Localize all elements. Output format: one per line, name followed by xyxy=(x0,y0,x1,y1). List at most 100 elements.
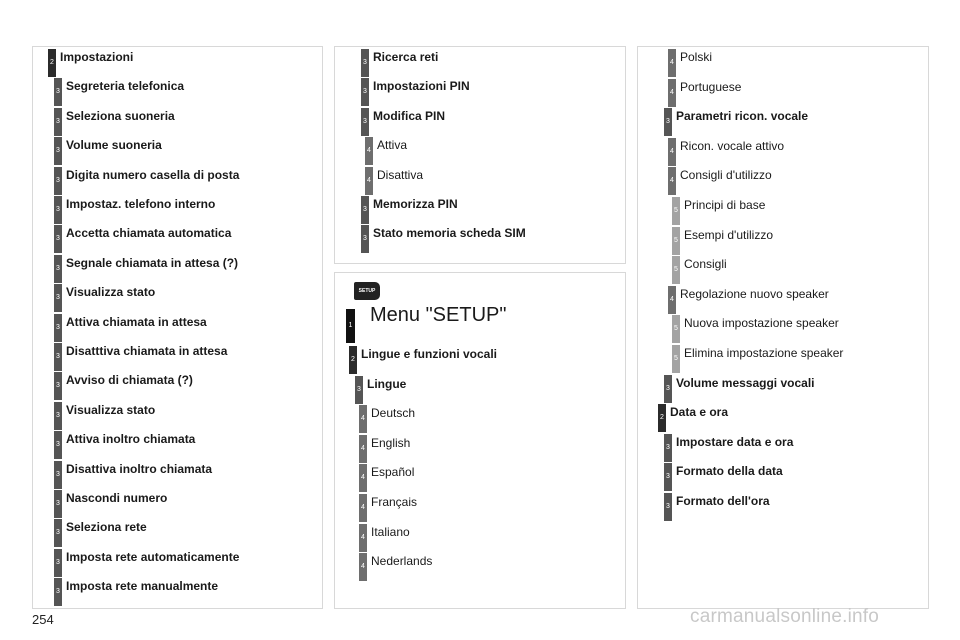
menu-item: 4 Español xyxy=(335,464,625,493)
menu-item: 4 Regolazione nuovo speaker xyxy=(638,285,928,314)
menu-level-marker: 3 xyxy=(355,375,363,404)
menu-item-label: Impostare data e ora xyxy=(676,434,794,449)
menu-item-label: Impostazioni xyxy=(60,50,134,64)
menu-item: 4 Nederlands xyxy=(335,553,625,582)
menu-level-marker: 5 xyxy=(672,315,680,344)
menu-item-label: Ricon. vocale attivo xyxy=(680,138,785,153)
menu-item-label: Avviso di chiamata (?) xyxy=(66,373,193,388)
menu-item-label: Consigli xyxy=(684,257,727,272)
menu-item: 3 Impostaz. telefono interno xyxy=(33,196,322,224)
menu-level-marker: 3 xyxy=(664,108,672,137)
menu-level-marker: 3 xyxy=(664,374,672,403)
menu-item-label: Visualizza stato xyxy=(66,402,156,417)
menu-item-label: Memorizza PIN xyxy=(373,197,458,211)
menu-level-marker: 4 xyxy=(668,285,676,314)
menu-level-marker: 2 xyxy=(658,404,666,433)
menu-item-label: Volume suoneria xyxy=(66,138,162,153)
menu-item: 3 Segnale chiamata in attesa (?) xyxy=(33,254,322,283)
menu-level-marker: 4 xyxy=(359,553,367,582)
menu-item-label: Segreteria telefonica xyxy=(66,79,185,94)
menu-level-marker: 3 xyxy=(54,313,62,342)
menu-level-marker: 4 xyxy=(365,166,373,195)
menu-item: 3 Accetta chiamata automatica xyxy=(33,225,322,254)
menu-item-label: Data e ora xyxy=(670,405,729,420)
menu-level-marker: 4 xyxy=(359,523,367,552)
menu-level-marker: 3 xyxy=(54,254,62,283)
menu-item: 4 Disattiva xyxy=(335,166,625,195)
menu-level-marker: 1 xyxy=(346,309,355,343)
menu-item-label: Español xyxy=(371,465,415,480)
menu-level-marker: 4 xyxy=(359,464,367,493)
menu-item: 3 Nascondi numero xyxy=(33,490,322,518)
menu-item-label: Disattiva xyxy=(377,167,424,182)
menu-item-label: Nascondi numero xyxy=(66,491,168,505)
menu-item-label: Parametri ricon. vocale xyxy=(676,109,809,124)
menu-level-marker: 5 xyxy=(672,256,680,285)
menu-item-label: Formato della data xyxy=(676,464,783,479)
menu-level-marker: 4 xyxy=(359,434,367,463)
menu-level-marker: 3 xyxy=(54,107,62,136)
menu-level-marker: 4 xyxy=(359,494,367,522)
menu-item: 2 Data e ora xyxy=(638,404,928,433)
menu-item: 3 Memorizza PIN xyxy=(335,196,625,224)
menu-level-marker: 3 xyxy=(54,490,62,518)
menu-level-marker: 4 xyxy=(668,167,676,196)
menu-item-label: Disatttiva chiamata in attesa xyxy=(66,344,228,358)
menu-item-label: Accetta chiamata automatica xyxy=(66,226,232,241)
menu-item-label: Stato memoria scheda SIM xyxy=(373,226,526,241)
page-number: 254 xyxy=(32,612,54,627)
menu-level-marker: 3 xyxy=(361,196,369,224)
menu-item-label: Segnale chiamata in attesa (?) xyxy=(66,255,239,270)
menu-level-marker: 3 xyxy=(54,343,62,371)
menu-item-label: Italiano xyxy=(371,524,410,539)
menu-level-marker: 4 xyxy=(365,137,373,166)
menu-level-marker: 5 xyxy=(672,226,680,255)
menu-level-marker: 3 xyxy=(54,225,62,254)
menu-level-marker: 3 xyxy=(361,49,369,77)
menu-item-label: Lingue e funzioni vocali xyxy=(361,347,498,361)
menu-item-label: Impostaz. telefono interno xyxy=(66,197,216,211)
menu-title: Menu "SETUP" xyxy=(370,304,507,326)
menu-item-label: Regolazione nuovo speaker xyxy=(680,286,829,301)
menu-level-marker: 4 xyxy=(359,405,367,434)
menu-item-label: Nederlands xyxy=(371,554,433,569)
menu-level-marker: 3 xyxy=(54,460,62,489)
menu-item-label: Volume messaggi vocali xyxy=(676,375,815,390)
menu-level-marker: 5 xyxy=(672,197,680,225)
menu-item: 5 Consigli xyxy=(638,256,928,285)
menu-item-label: Imposta rete manualmente xyxy=(66,579,219,594)
menu-item-label: Imposta rete automaticamente xyxy=(66,549,240,564)
menu-level-marker: 3 xyxy=(54,196,62,224)
menu-level-marker: 2 xyxy=(48,49,56,77)
menu-item-label: Disattiva inoltro chiamata xyxy=(66,461,213,476)
menu-item-label: Deutsch xyxy=(371,406,416,421)
menu-item-label: Polski xyxy=(680,50,713,64)
menu-item-label: Impostazioni PIN xyxy=(373,79,470,94)
menu-item-label: Esempi d'utilizzo xyxy=(684,227,773,242)
menu-level-marker: 3 xyxy=(54,431,62,460)
menu-item-label: Elimina impostazione speaker xyxy=(684,346,844,360)
